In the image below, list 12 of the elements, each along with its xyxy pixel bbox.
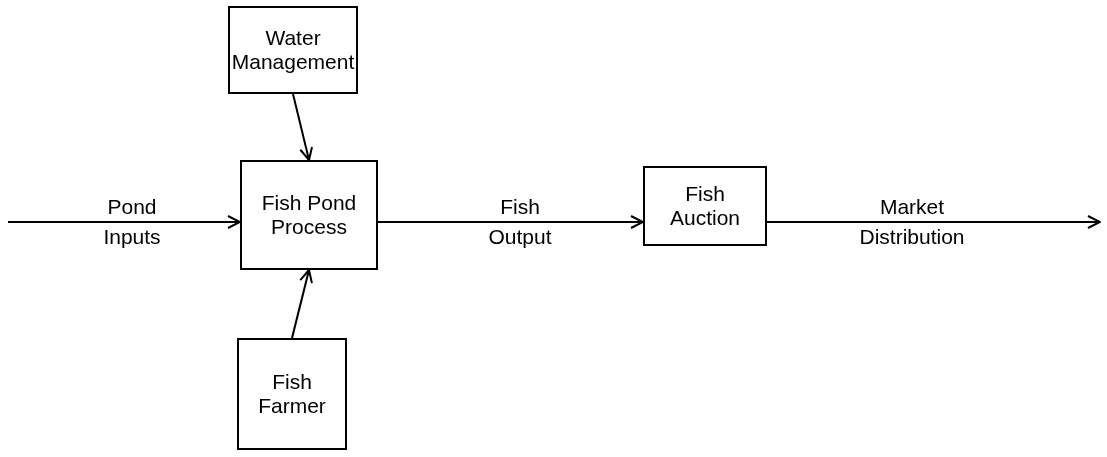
arrow xyxy=(292,93,313,161)
process-box: Fish Auction xyxy=(643,166,767,246)
arrow xyxy=(291,269,313,339)
arrow xyxy=(377,215,644,229)
edge-label: Fish Output xyxy=(487,195,553,249)
process-box: Fish Pond Process xyxy=(240,160,378,270)
edge-label: Market Distribution xyxy=(858,195,966,249)
arrow xyxy=(7,215,241,229)
edge-label: Pond Inputs xyxy=(102,195,162,249)
process-box: Water Management xyxy=(228,6,358,94)
process-box: Fish Farmer xyxy=(237,338,347,450)
arrow xyxy=(766,215,1101,229)
